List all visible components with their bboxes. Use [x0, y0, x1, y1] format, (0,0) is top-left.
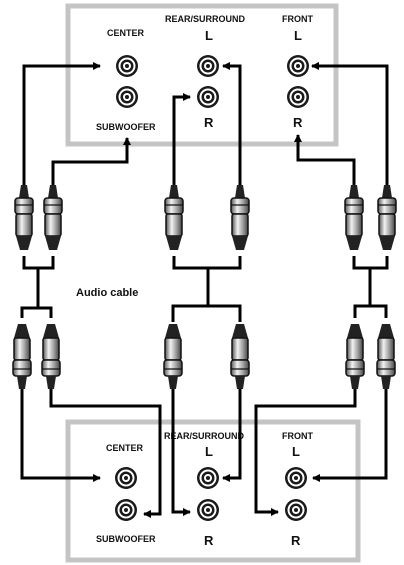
bottom-rear-r: R: [204, 533, 214, 548]
wire-top-rear-l: [222, 62, 242, 185]
bottom-rear-l: L: [205, 444, 213, 459]
wire-top-center: [22, 62, 101, 185]
bottom-rear-l-jack-icon: [197, 467, 219, 489]
audio-cable-label: Audio cable: [76, 287, 138, 299]
cable-middle-upper-join: [172, 256, 242, 270]
bottom-center-jack-icon: [115, 467, 137, 489]
bottom-front-l: L: [292, 444, 300, 459]
cable-middle-lower-join: [171, 304, 242, 322]
top-rear-l: L: [205, 28, 213, 43]
cable-right-lower-join: [353, 304, 388, 318]
top-front-l-jack-icon: [287, 55, 309, 77]
plug-bottom-rear-l-icon: [230, 323, 250, 390]
plug-top-subwoofer-icon: [43, 184, 63, 251]
top-rear-r-jack-icon: [197, 86, 219, 108]
top-front-r-jack-icon: [287, 86, 309, 108]
wire-bottom-front-r: [254, 389, 357, 516]
top-subwoofer-jack-icon: [116, 86, 138, 108]
bottom-front-label: FRONT: [282, 431, 313, 441]
bottom-subwoofer-label: SUBWOOFER: [96, 534, 156, 544]
top-rear-r: R: [204, 115, 214, 130]
wire-top-rear-r: [172, 93, 191, 185]
wire-top-front-r: [294, 134, 356, 185]
cable-right-upper-join: [352, 256, 389, 270]
plug-bottom-rear-r-icon: [163, 323, 183, 390]
plug-top-rear-r-icon: [164, 184, 184, 251]
plug-top-front-r-icon: [344, 184, 364, 251]
wire-bottom-front-l: [312, 389, 388, 482]
bottom-panel: [65, 419, 361, 563]
plug-top-front-l-icon: [377, 184, 397, 251]
plug-bottom-front-l-icon: [376, 323, 396, 390]
wire-bottom-center: [20, 389, 101, 482]
bottom-subwoofer-jack-icon: [115, 499, 137, 521]
bottom-rear-label: REAR/SURROUND: [164, 431, 245, 441]
top-front-label: FRONT: [282, 14, 313, 24]
top-center-jack-icon: [116, 55, 138, 77]
bottom-front-r: R: [291, 533, 301, 548]
bottom-center-label: CENTER: [106, 443, 144, 453]
wire-bottom-rear-l: [222, 389, 242, 482]
plug-bottom-front-r-icon: [345, 323, 365, 390]
top-front-r: R: [293, 115, 303, 130]
plug-top-rear-l-icon: [230, 184, 250, 251]
plug-bottom-center-icon: [12, 323, 32, 390]
top-rear-l-jack-icon: [197, 55, 219, 77]
cable-left-upper-join: [22, 256, 55, 270]
wire-top-front-l: [311, 62, 389, 185]
cable-left-lower-join: [20, 306, 53, 318]
top-subwoofer-label: SUBWOOFER: [96, 122, 156, 132]
top-rear-label: REAR/SURROUND: [165, 14, 246, 24]
bottom-front-r-jack-icon: [285, 499, 307, 521]
wire-bottom-subwoofer: [49, 389, 162, 518]
plug-bottom-subwoofer-icon: [41, 323, 61, 390]
plug-top-center-icon: [14, 184, 34, 251]
wire-bottom-rear-r: [171, 389, 191, 516]
wire-top-subwoofer: [51, 137, 131, 185]
top-front-l: L: [294, 28, 302, 43]
bottom-front-l-jack-icon: [285, 467, 307, 489]
top-center-label: CENTER: [107, 28, 145, 38]
bottom-rear-r-jack-icon: [197, 499, 219, 521]
